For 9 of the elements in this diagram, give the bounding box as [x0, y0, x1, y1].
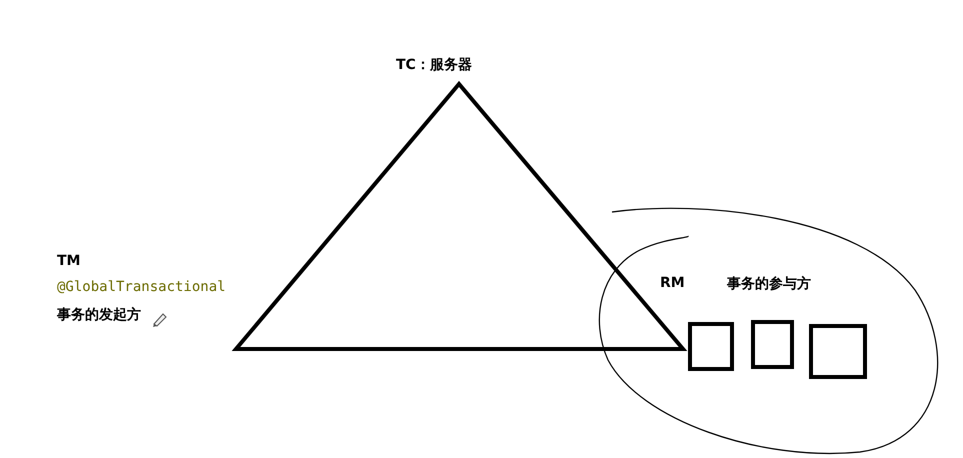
- label-text: 事务的发起方: [57, 306, 141, 324]
- label-text: TM: [57, 253, 80, 269]
- label-text: 事务的参与方: [727, 275, 811, 293]
- label-text: TC：服务器: [396, 56, 472, 74]
- square-box: [809, 324, 867, 379]
- square-box: [688, 322, 734, 371]
- label-text: RM: [660, 275, 685, 291]
- annotation-code: @GlobalTransactional: [57, 279, 226, 295]
- square-box: [751, 320, 794, 369]
